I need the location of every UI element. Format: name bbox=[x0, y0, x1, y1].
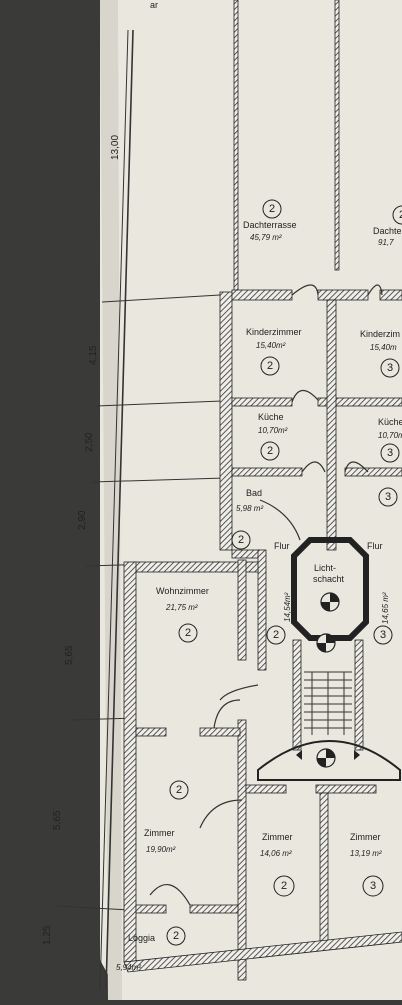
unit-number: 2 bbox=[273, 629, 279, 641]
dimension-lines bbox=[54, 29, 226, 991]
lichtschacht-shaft bbox=[291, 537, 369, 641]
room-name: Kinderzimmer bbox=[246, 327, 302, 337]
paper-edge bbox=[100, 0, 122, 1000]
dimension-label: 1,25 bbox=[42, 925, 53, 945]
unit-badge bbox=[169, 780, 189, 800]
unit-number: 3 bbox=[387, 447, 393, 459]
header-scribble: ar bbox=[150, 0, 158, 10]
staircase bbox=[304, 671, 352, 735]
dimension-label: 5,65 bbox=[64, 645, 75, 665]
unit-badge bbox=[362, 875, 384, 897]
room-area: 21,75 m² bbox=[165, 603, 198, 612]
dimension-label: 2,50 bbox=[84, 432, 95, 452]
unit-badge bbox=[273, 875, 295, 897]
unit-number: 2 bbox=[269, 203, 275, 215]
unit-badge bbox=[260, 356, 280, 376]
unit-number: 2 bbox=[185, 627, 191, 639]
unit-badge bbox=[178, 623, 198, 643]
unit-number: 2 bbox=[176, 784, 182, 796]
unit-badge bbox=[262, 199, 282, 219]
dimension-label: 5,65 bbox=[52, 810, 63, 830]
shaft-label: schacht bbox=[313, 574, 345, 584]
unit-number: 3 bbox=[387, 362, 393, 374]
room-name: Loggia bbox=[128, 933, 155, 943]
room-area: 5,98 m² bbox=[236, 504, 263, 513]
unit-badge bbox=[392, 205, 402, 225]
unit-number: 2 bbox=[238, 534, 244, 546]
room-name: Wohnzimmer bbox=[156, 586, 209, 596]
unit-badge bbox=[166, 926, 186, 946]
unit-badge bbox=[380, 358, 400, 378]
room-name: Zimmer bbox=[262, 832, 293, 842]
room-area: 14,65 m² bbox=[381, 592, 390, 624]
room-area: 14,54m² bbox=[283, 592, 292, 622]
arrow-left-icon bbox=[296, 750, 302, 760]
room-name: Zimmer bbox=[144, 828, 175, 838]
room-area: 19,90m² bbox=[146, 845, 176, 854]
room-area: 10,70m bbox=[378, 431, 402, 440]
room-area: 13,19 m² bbox=[350, 849, 382, 858]
survey-marker-icon bbox=[320, 592, 340, 612]
room-area: 45,79 m² bbox=[250, 233, 282, 242]
unit-number: 3 bbox=[385, 491, 391, 503]
unit-badge bbox=[260, 441, 280, 461]
unit-number: 2 bbox=[173, 930, 179, 942]
unit-badge bbox=[378, 487, 398, 507]
room-name: Flur bbox=[367, 541, 383, 551]
room-area: 91,7 bbox=[378, 238, 394, 247]
room-name: Zimmer bbox=[350, 832, 381, 842]
survey-marker-icon bbox=[316, 633, 336, 653]
unit-number: 3 bbox=[370, 880, 376, 892]
unit-number: 2 bbox=[267, 360, 273, 372]
room-area: 5,94m² bbox=[116, 963, 141, 972]
unit-number: 2 bbox=[281, 880, 287, 892]
room-area: 15,40m² bbox=[256, 341, 286, 350]
unit-number: 2 bbox=[267, 445, 273, 457]
walls bbox=[123, 0, 402, 981]
dimension-label: 2,90 bbox=[77, 510, 88, 530]
arrow-right-icon bbox=[354, 750, 360, 760]
unit-badge bbox=[380, 443, 400, 463]
room-area: 10,70m² bbox=[258, 426, 288, 435]
room-name: Bad bbox=[246, 488, 262, 498]
dimension-label: 13,00 bbox=[110, 135, 121, 160]
landing bbox=[257, 740, 401, 781]
unit-badge bbox=[373, 625, 393, 645]
unit-number: 2 bbox=[399, 209, 402, 221]
room-area: 14,06 m² bbox=[260, 849, 292, 858]
dimension-label: 4,15 bbox=[88, 345, 99, 365]
room-name: Küche bbox=[378, 417, 402, 427]
room-area: 15,40m bbox=[370, 343, 397, 352]
room-name: Kinderzim bbox=[360, 329, 400, 339]
room-name: Flur bbox=[274, 541, 290, 551]
room-name: Küche bbox=[258, 412, 284, 422]
unit-badge bbox=[266, 625, 286, 645]
shaft-label: Licht- bbox=[314, 563, 336, 573]
survey-marker-icon bbox=[316, 748, 336, 768]
unit-badge bbox=[231, 530, 251, 550]
door-swings bbox=[149, 284, 383, 906]
room-name: Dachte bbox=[373, 226, 402, 236]
unit-number: 3 bbox=[380, 629, 386, 641]
room-name: Dachterrasse bbox=[243, 220, 297, 230]
